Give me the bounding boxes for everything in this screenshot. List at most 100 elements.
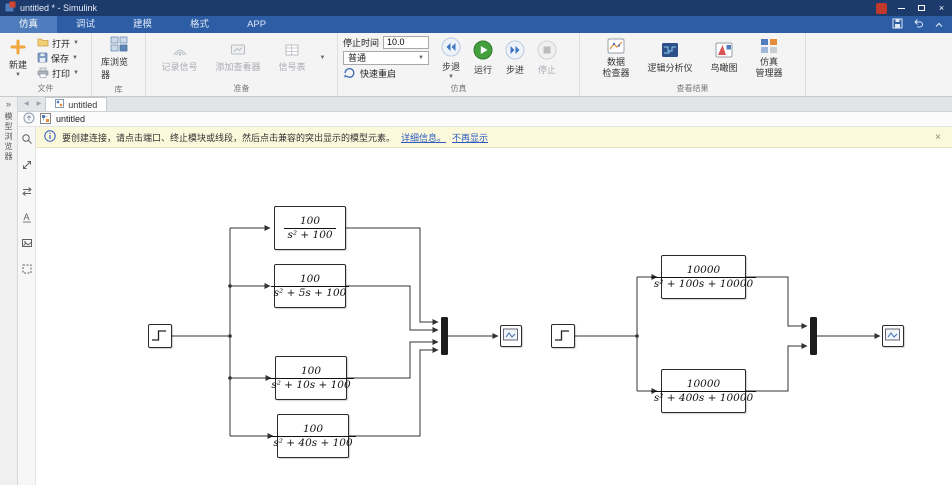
tab-apps[interactable]: APP — [247, 19, 267, 30]
step-back-button[interactable]: 步退 ▼ — [437, 36, 465, 81]
folder-icon — [37, 37, 49, 49]
simulation-manager-button[interactable]: 仿真管理器 — [752, 37, 787, 79]
library-grid-icon — [110, 36, 128, 54]
birds-eye-button[interactable]: 鸟瞰图 — [707, 41, 742, 75]
notification-message: 要创建连接，请点击端口、终止模块或线段，然后点击兼容的突出显示的模型元素。 — [62, 132, 396, 143]
print-button[interactable]: 打印 ▼ — [35, 66, 81, 80]
printer-icon — [37, 67, 49, 80]
mux-left — [441, 317, 448, 355]
stop-time-input[interactable] — [383, 35, 430, 49]
stop-icon — [537, 40, 557, 62]
step-forward-button[interactable]: 步进 — [501, 39, 529, 77]
close-icon[interactable]: × — [938, 3, 945, 13]
signal-wires — [172, 225, 881, 439]
library-browser-button[interactable]: 库浏览器 — [97, 35, 140, 82]
fast-restart-icon — [343, 67, 356, 81]
minimize-icon[interactable] — [896, 3, 907, 14]
logic-analyzer-icon — [661, 42, 679, 60]
log-signals-button[interactable]: 记录信号 — [158, 42, 202, 74]
signal-table-button[interactable]: 信号表 — [275, 42, 310, 74]
maximize-icon[interactable] — [916, 3, 927, 14]
forward-icon[interactable]: ▶ — [36, 101, 42, 107]
quick-save-icon[interactable] — [892, 16, 903, 34]
add-viewer-button[interactable]: 添加查看器 — [212, 42, 265, 74]
svg-text:A: A — [23, 212, 29, 222]
annotation-icon[interactable]: A — [21, 210, 33, 228]
run-button[interactable]: 运行 — [469, 39, 497, 77]
details-link[interactable]: 详细信息。 — [401, 132, 447, 143]
group-label-simulate: 仿真 — [450, 84, 467, 93]
save-button[interactable]: 保存 ▼ — [35, 51, 81, 65]
account-icon[interactable] — [876, 2, 887, 14]
undo-icon[interactable] — [913, 16, 924, 34]
scope-block-1[interactable] — [500, 325, 522, 347]
window-title: untitled * - Simulink — [20, 3, 98, 13]
mode-dropdown-icon: ▼ — [418, 54, 424, 61]
step-block-2[interactable] — [551, 324, 575, 348]
logic-analyzer-button[interactable]: 逻辑分析仪 — [643, 41, 696, 75]
pan-icon[interactable] — [21, 184, 33, 202]
print-dropdown-icon[interactable]: ▼ — [73, 70, 79, 76]
group-simulate: 停止时间 普通 ▼ 快速重启 步退 ▼ — [338, 33, 580, 96]
ribbon: 新建 ▼ 打开 ▼ 保存 ▼ 打印 ▼ — [0, 33, 952, 97]
step-back-icon — [441, 37, 461, 59]
notification-bar: 要创建连接，请点击端口、终止模块或线段，然后点击兼容的突出显示的模型元素。 详细… — [36, 127, 952, 148]
info-icon — [44, 130, 56, 144]
scope-block-2[interactable] — [882, 325, 904, 347]
open-button[interactable]: 打开 ▼ — [35, 36, 81, 50]
ribbon-tab-bar: 仿真 调试 建模 格式 APP — [0, 16, 952, 33]
fit-to-view-icon[interactable] — [21, 158, 33, 176]
simulink-logo-icon — [5, 0, 16, 17]
fast-restart-button[interactable]: 快速重启 — [343, 67, 429, 81]
save-dropdown-icon[interactable]: ▼ — [72, 55, 78, 61]
up-to-parent-icon[interactable] — [23, 112, 35, 126]
notification-close-icon[interactable]: × — [935, 131, 941, 143]
dismiss-link[interactable]: 不再显示 — [452, 132, 489, 143]
simulation-manager-icon — [760, 38, 778, 56]
breadcrumb-item[interactable]: untitled — [56, 114, 86, 124]
tab-debug[interactable]: 调试 — [76, 19, 96, 30]
log-signals-icon — [172, 43, 188, 59]
new-button[interactable]: 新建 ▼ — [5, 38, 31, 79]
area-box-icon[interactable] — [21, 262, 33, 280]
model-browser-label[interactable]: 模型浏览器 — [4, 112, 13, 162]
show-browser-icon[interactable]: » — [5, 99, 11, 109]
data-inspector-button[interactable]: 数据检查器 — [598, 37, 633, 79]
image-icon[interactable] — [21, 236, 33, 254]
tab-format[interactable]: 格式 — [190, 19, 210, 30]
breadcrumb: untitled — [18, 112, 952, 127]
step-block-1[interactable] — [148, 324, 172, 348]
group-file: 新建 ▼ 打开 ▼ 保存 ▼ 打印 ▼ — [0, 33, 92, 96]
group-label-file: 文件 — [37, 84, 54, 93]
tab-modeling[interactable]: 建模 — [133, 19, 153, 30]
birds-eye-icon — [715, 42, 733, 60]
new-dropdown-icon[interactable]: ▼ — [15, 71, 21, 78]
prepare-overflow-icon[interactable]: ▼ — [319, 55, 326, 61]
back-icon[interactable]: ◀ — [24, 101, 29, 107]
document-tab[interactable]: untitled — [45, 97, 108, 111]
collapse-ribbon-icon[interactable] — [934, 16, 944, 34]
mux-right — [810, 317, 817, 355]
tab-simulation[interactable]: 仿真 — [0, 16, 58, 33]
viewer-icon — [230, 43, 246, 59]
step-back-dropdown-icon[interactable]: ▼ — [448, 73, 454, 80]
step-forward-icon — [505, 40, 525, 62]
model-tab-icon — [55, 99, 65, 110]
stop-button[interactable]: 停止 — [533, 39, 561, 77]
data-inspector-icon — [607, 38, 625, 56]
stop-time-label: 停止时间 — [343, 37, 380, 48]
open-dropdown-icon[interactable]: ▼ — [73, 40, 79, 46]
floppy-icon — [37, 52, 48, 65]
zoom-icon[interactable] — [21, 132, 33, 150]
group-review: 数据检查器 逻辑分析仪 鸟瞰图 仿真管理器 查看结果 — [580, 33, 806, 96]
simulation-mode-select[interactable]: 普通 ▼ — [343, 50, 429, 65]
group-label-review: 查看结果 — [676, 84, 709, 93]
